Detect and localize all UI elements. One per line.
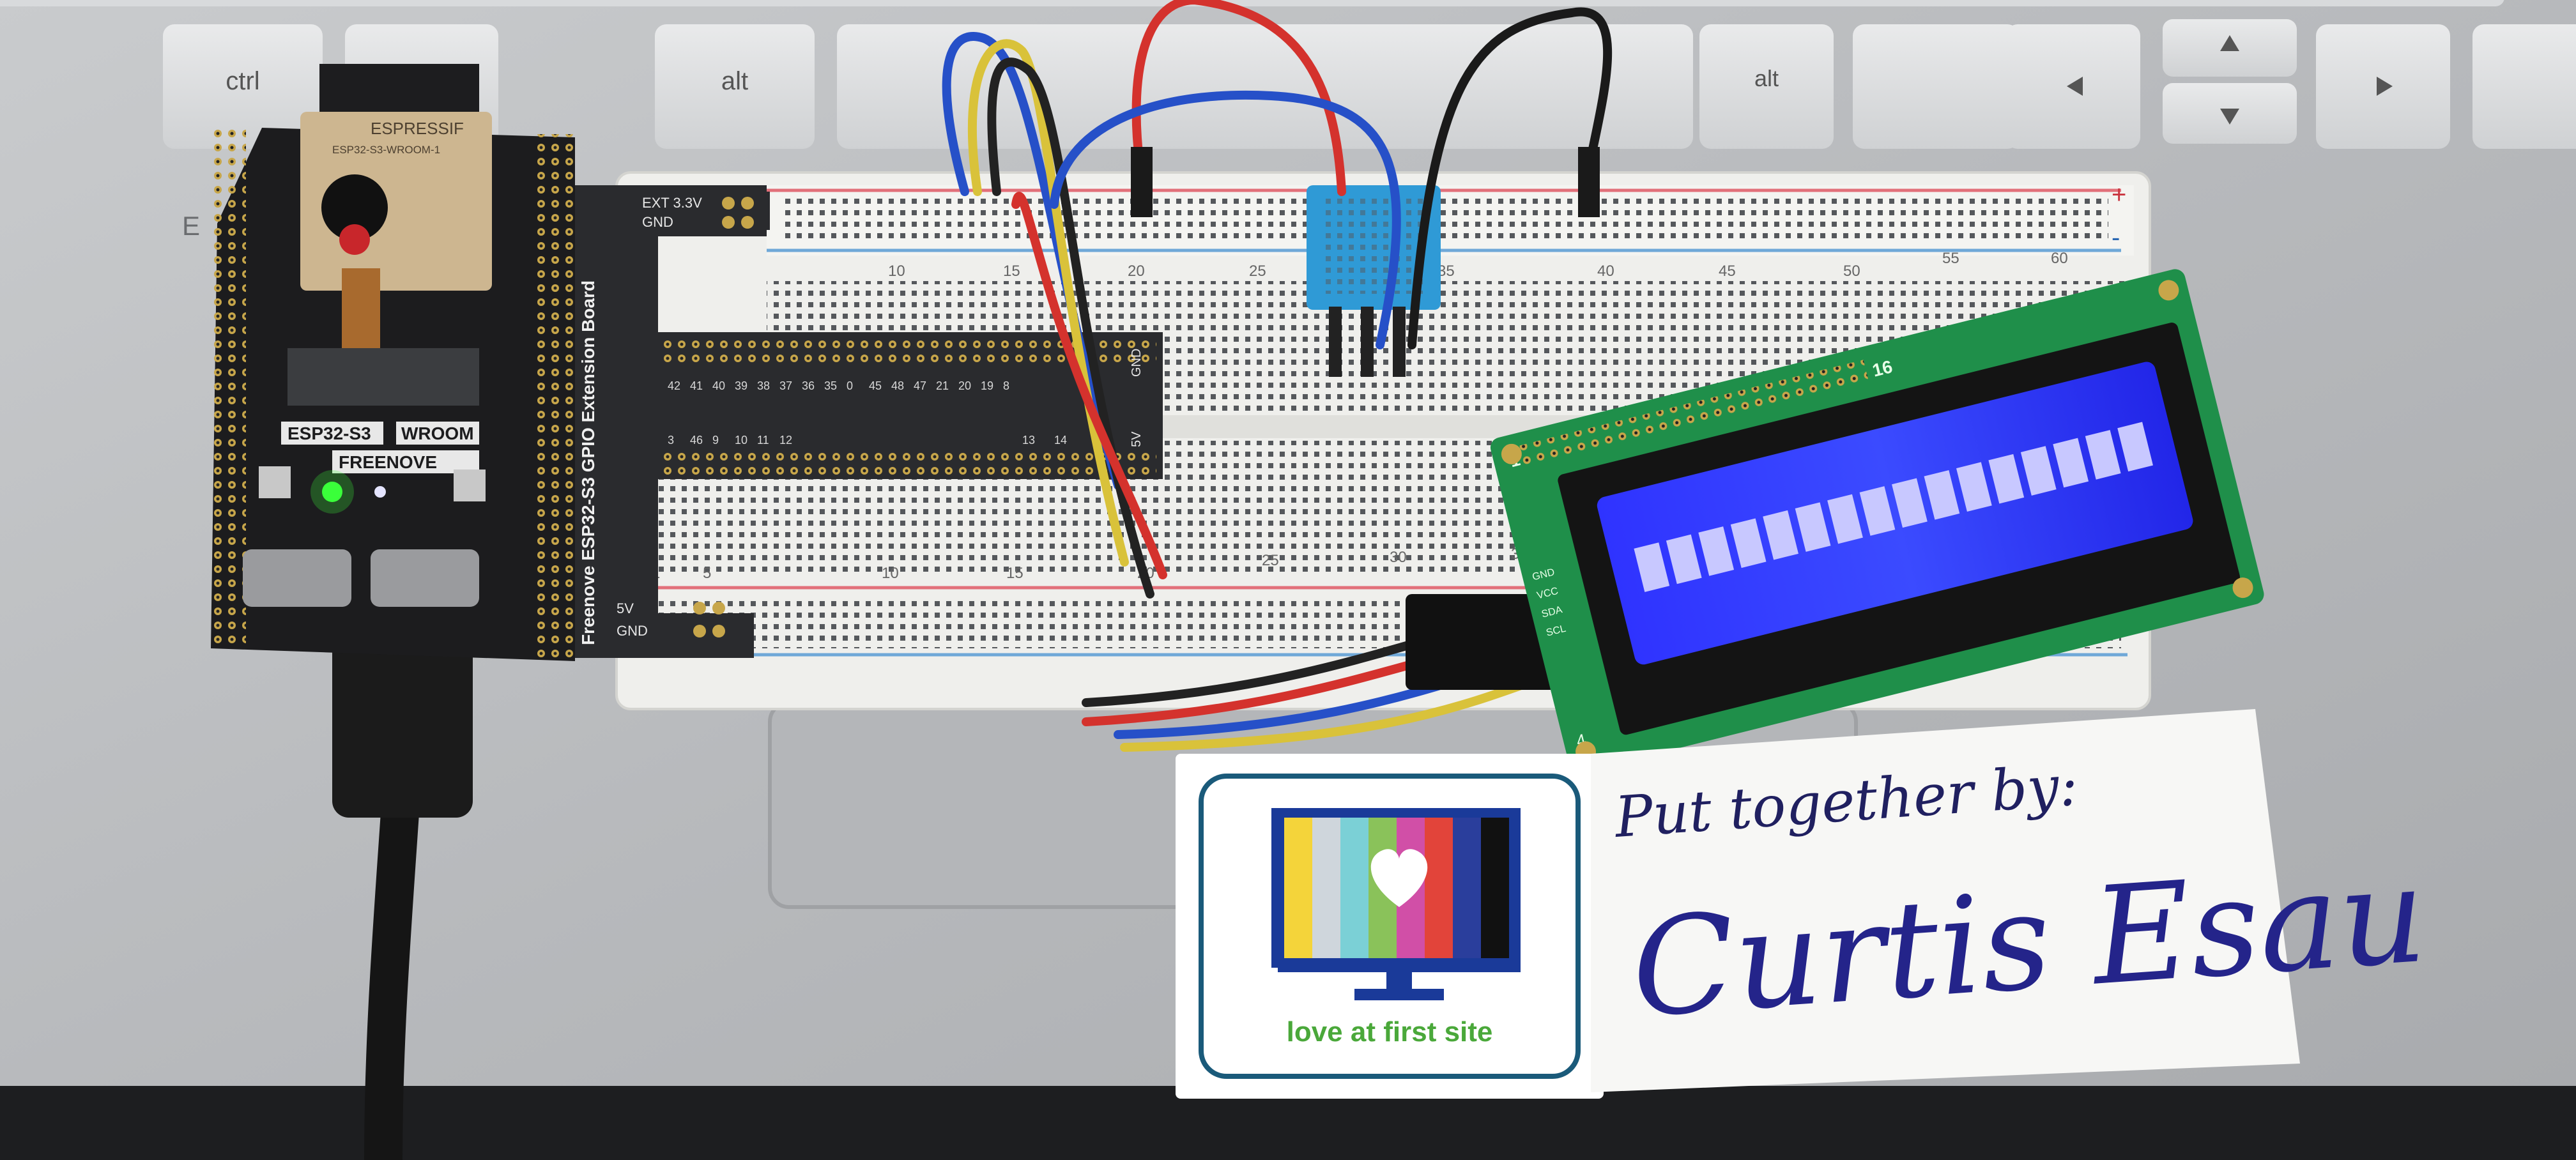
esp-silk-brand: FREENOVE [339,452,437,472]
svg-text:55: 55 [1942,250,1959,267]
lcd-backlight [1597,362,2193,665]
svg-text:12: 12 [779,434,792,446]
ext-gnd-label-bottom: GND [617,623,648,639]
esp-module-model: ESP32-S3-WROOM-1 [332,144,440,156]
dht11-sensor [1307,185,1441,377]
key-ctrl-label: ctrl [226,67,259,95]
svg-text:46: 46 [690,434,703,446]
esp32-s3-board: ESPRESSIF ESP32-S3-WROOM-1 ESP32-S3 WROO… [208,64,575,661]
svg-text:15: 15 [1003,263,1020,280]
key-space [837,24,1693,149]
gpio-pin-row-bottom [658,450,1156,476]
svg-text:38: 38 [757,379,770,392]
arrow-down-icon [2220,109,2239,125]
camera-ribbon [342,268,380,351]
svg-text:10: 10 [888,263,905,280]
svg-text:60: 60 [2051,250,2068,267]
svg-text:36: 36 [802,379,815,392]
esp-silk-type: WROOM [401,424,474,443]
power-led [322,482,342,502]
power-rail-top [779,198,2108,243]
camera-connector [288,348,479,406]
esp-module-brand: ESPRESSIF [371,119,464,138]
ext-3v3-label: EXT 3.3V [642,195,702,211]
arrow-left-icon [2067,77,2083,96]
key-alt-right-label: alt [1754,65,1779,91]
lcd-1602-module: 1 16 GND VCC SDA SCL 4 [1490,269,2264,773]
svg-text:14: 14 [1054,434,1067,446]
key-alt-left [655,24,815,149]
esp-silk-chip: ESP32-S3 [288,424,371,443]
svg-text:8: 8 [1003,379,1009,392]
sticker-tagline: love at first site [1287,1016,1493,1048]
usb-c-port-left [243,549,351,607]
arrow-right-icon [2377,77,2393,96]
key-edge [2472,24,2576,149]
ext-5v-label: 5V [617,600,634,616]
rail-plus-label: + [2112,181,2126,209]
svg-text:25: 25 [1249,263,1266,280]
svg-text:40: 40 [1597,263,1614,280]
svg-text:20: 20 [1128,263,1145,280]
key-slash [1853,24,2019,149]
love-at-first-site-sticker: love at first site [1176,754,1604,1099]
svg-text:5: 5 [703,565,711,582]
key-alt-right [1699,24,1834,149]
svg-text:30: 30 [1390,549,1407,566]
lcd-header-pins [1516,360,1869,468]
svg-text:0: 0 [847,379,853,392]
svg-text:48: 48 [891,379,904,392]
svg-text:39: 39 [735,379,747,392]
esp-pin-header-right [537,134,575,658]
ext-right-5v: 5V [1130,431,1144,447]
boot-button [454,469,486,501]
svg-text:47: 47 [914,379,926,392]
rail-minus-label: - [2112,224,2120,252]
svg-text:3: 3 [668,434,674,446]
svg-text:19: 19 [981,379,993,392]
svg-text:50: 50 [1843,263,1860,280]
credit-card: Put together by: Curtis Esau [1591,709,2430,1092]
svg-text:42: 42 [668,379,680,392]
svg-text:15: 15 [1006,565,1023,582]
lcd-character-cells [1634,422,2153,592]
svg-text:11: 11 [757,434,769,446]
camera-lens [321,174,388,241]
ext-gnd-label-top: GND [642,214,673,230]
svg-text:35: 35 [824,379,837,392]
svg-text:41: 41 [690,379,703,392]
svg-text:10: 10 [882,565,899,582]
svg-text:9: 9 [712,434,719,446]
svg-text:45: 45 [1719,263,1736,280]
heart-icon [1370,849,1428,907]
lcd-pin-16: 16 [1870,356,1894,381]
extension-board-title: Freenove ESP32-S3 GPIO Extension Board [578,280,598,645]
usb-c-port-right [371,549,479,607]
esp-pin-header-left [208,128,246,645]
svg-text:20: 20 [958,379,971,392]
reset-button [259,466,291,498]
jumper-wires [942,0,1613,752]
svg-text:37: 37 [779,379,792,392]
key-alt-left-label: alt [721,67,748,95]
ext-right-gnd: GND [1130,349,1144,377]
key-ctrl [163,24,323,149]
svg-text:40: 40 [712,379,725,392]
svg-text:10: 10 [735,434,747,446]
svg-text:13: 13 [1022,434,1035,446]
svg-text:21: 21 [936,379,949,392]
svg-text:25: 25 [1262,552,1279,569]
svg-text:45: 45 [869,379,882,392]
arrow-up-icon [2220,35,2239,51]
